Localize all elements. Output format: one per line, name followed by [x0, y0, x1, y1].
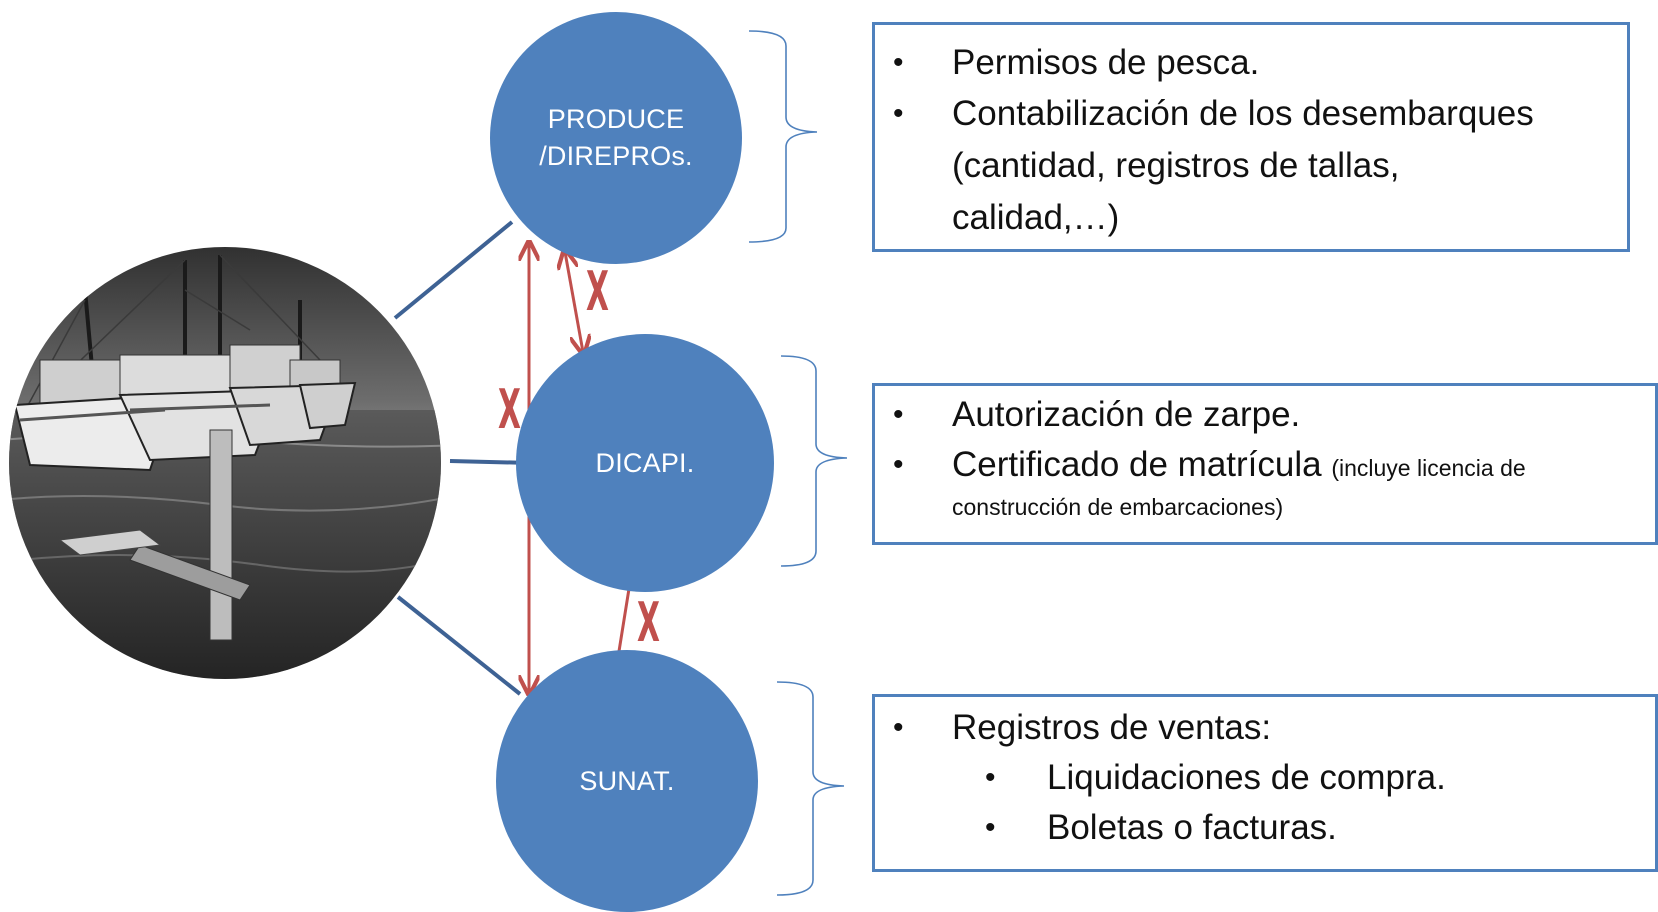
dicapi-duties-box: • Autorización de zarpe. • Certificado d…	[872, 383, 1658, 545]
dicapi-item-2-note-cont: construcción de embarcaciones)	[952, 494, 1284, 520]
node-sunat: SUNAT.	[496, 650, 758, 912]
bullet-icon: •	[985, 811, 996, 844]
fishing-boats-photo	[9, 247, 441, 679]
sunat-item-3: Boletas o facturas.	[1047, 808, 1337, 847]
produce-item-1: Permisos de pesca.	[952, 43, 1260, 82]
dicapi-item-2-text: Certificado de matrícula	[952, 445, 1322, 484]
dicapi-item-2-note: (incluye licencia de	[1331, 455, 1526, 481]
dicapi-item-2: Certificado de matrícula (incluye licenc…	[952, 444, 1526, 489]
cross-mark-dicapi-sunat: X	[637, 591, 660, 654]
dicapi-item-1: Autorización de zarpe.	[952, 395, 1301, 434]
bullet-icon: •	[893, 97, 904, 130]
bullet-icon: •	[985, 761, 996, 794]
node-sunat-label: SUNAT.	[579, 765, 675, 796]
sunat-item-2: Liquidaciones de compra.	[1047, 758, 1446, 797]
sunat-item-1: Registros de ventas:	[952, 708, 1272, 747]
cross-mark-produce-dicapi: X	[586, 260, 609, 323]
node-dicapi: DICAPI.	[516, 334, 774, 592]
produce-item-2-line1: Contabilización de los desembarques	[952, 94, 1534, 133]
cross-mark-produce-sunat: X	[498, 378, 521, 441]
node-produce-label-line1: PRODUCE	[547, 104, 685, 134]
bracket-produce	[748, 30, 818, 243]
bullet-icon: •	[893, 398, 904, 431]
bullet-icon: •	[893, 711, 904, 744]
bracket-dicapi	[780, 355, 848, 567]
produce-item-2-line3: calidad,…)	[952, 198, 1120, 237]
produce-item-2-line2: (cantidad, registros de tallas,	[952, 146, 1400, 185]
bullet-icon: •	[893, 448, 904, 481]
node-produce: PRODUCE /DIREPROs.	[490, 12, 742, 264]
produce-duties-box: • Permisos de pesca. • Contabilización d…	[872, 22, 1630, 252]
node-dicapi-label: DICAPI.	[595, 447, 695, 478]
node-produce-label-line2: /DIREPROs.	[539, 141, 693, 171]
bracket-sunat	[776, 681, 845, 896]
bullet-icon: •	[893, 46, 904, 79]
arrow-produce-dicapi	[565, 252, 583, 352]
sunat-duties-box: • Registros de ventas: • Liquidaciones d…	[872, 694, 1658, 872]
